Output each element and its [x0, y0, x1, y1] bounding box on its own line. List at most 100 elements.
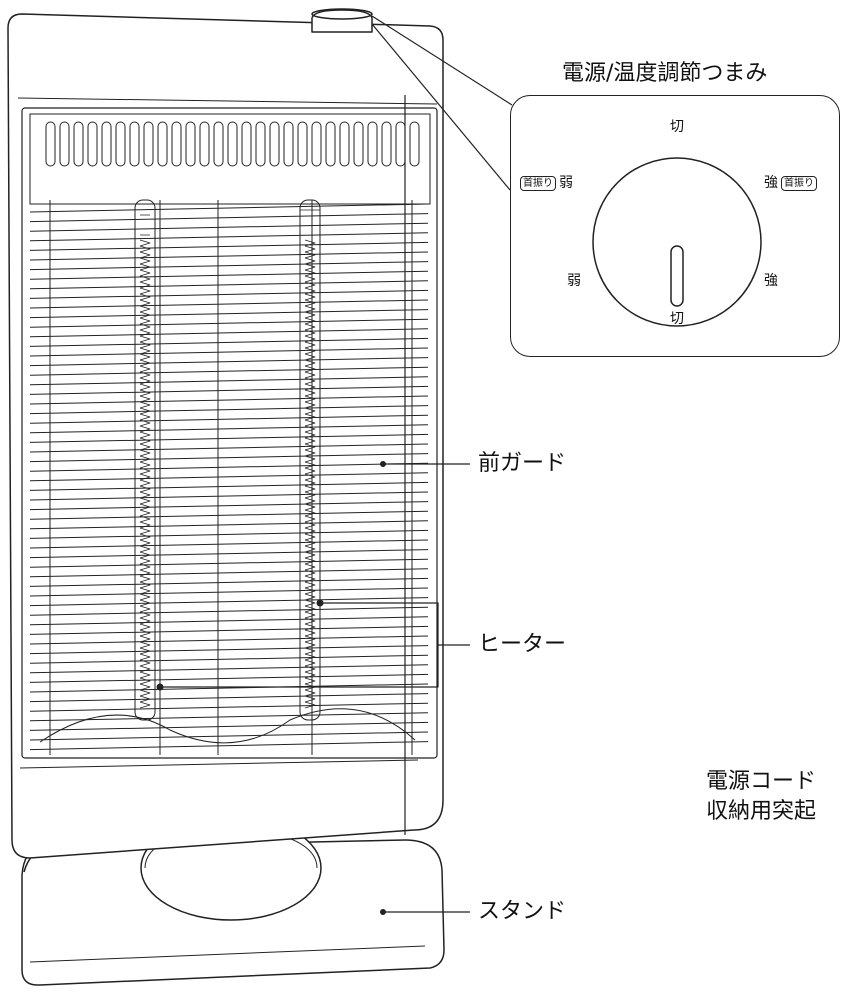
guard-wire	[29, 491, 429, 501]
heater-elements	[39, 199, 416, 744]
heater-coils	[139, 239, 316, 709]
louvre-slot	[199, 121, 210, 167]
guard-wire	[29, 357, 429, 367]
guard-wire	[29, 616, 429, 626]
guard-wire	[29, 683, 429, 693]
guard-wire	[29, 337, 429, 347]
guard-wire	[29, 520, 429, 530]
guard-wire	[29, 693, 429, 703]
guard-wire	[29, 702, 429, 712]
guard-wire	[29, 251, 429, 261]
guard-wire	[29, 549, 429, 559]
guard-wire	[29, 203, 429, 213]
louvre-slot	[45, 121, 56, 167]
stand-label: スタンド	[478, 899, 567, 924]
louvre-slot	[87, 121, 98, 167]
dial-weak-upper: 弱	[559, 175, 573, 191]
louvre-slot	[241, 121, 252, 167]
guard-wire	[29, 741, 429, 751]
guard-wire	[29, 635, 429, 645]
guard-wire	[29, 481, 429, 491]
guard-wire	[29, 587, 429, 597]
guard-wire	[29, 577, 429, 587]
guard-wire	[29, 625, 429, 635]
louvre-slot	[367, 121, 378, 167]
guard-wire	[29, 328, 429, 338]
dial-strong-swing: 強首振り	[764, 174, 820, 192]
guard-wire	[29, 309, 429, 319]
dial-weak-swing: 首振り弱	[517, 174, 573, 192]
heater-body	[7, 13, 444, 859]
guard-wire	[29, 721, 429, 731]
louvre-slot	[59, 121, 70, 167]
knob-title-label: 電源/温度調節つまみ	[562, 61, 768, 86]
guard-wire	[29, 606, 429, 616]
guard-wire	[29, 731, 429, 741]
heater-coil	[304, 239, 316, 709]
top-knob	[311, 8, 373, 33]
guard-wire	[29, 289, 429, 299]
guard-wire	[29, 405, 429, 415]
heater-coil	[139, 239, 151, 709]
dial-strong-upper: 強	[764, 175, 778, 191]
louvre-slot	[73, 121, 84, 167]
guard-wire	[29, 443, 429, 453]
guard-wire	[29, 385, 429, 395]
guard-wire	[29, 280, 429, 290]
front-guard-frame	[21, 107, 438, 759]
guard-wire	[29, 222, 429, 232]
louvre-slot	[283, 121, 294, 167]
guard-wire	[29, 664, 429, 674]
louvre-slot	[353, 121, 364, 167]
guard-wire	[29, 270, 429, 280]
louvre-slot	[325, 121, 336, 167]
guard-wire	[29, 654, 429, 664]
louvre-slot	[115, 121, 126, 167]
dial-drawing	[592, 157, 762, 327]
cord-hook-label-line1: 電源コード	[706, 769, 817, 794]
heater-label: ヒーター	[478, 632, 567, 657]
leader-dots	[156, 461, 386, 915]
guard-wire	[29, 510, 429, 520]
louvre-slot	[227, 121, 238, 167]
louvre-slot	[269, 121, 280, 167]
guard-wire	[29, 376, 429, 386]
dial-weak-lower: 弱	[567, 273, 581, 289]
louvre-slot	[339, 121, 350, 167]
guard-wire	[29, 347, 429, 357]
dial-off-bottom: 切	[670, 311, 684, 327]
cord-hook-label-line2: 収納用突起	[706, 799, 817, 824]
louvre-slot	[409, 121, 420, 167]
louvre-slot	[185, 121, 196, 167]
guard-wire	[29, 299, 429, 309]
louvre-slot	[157, 121, 168, 167]
louvre-slot	[311, 121, 322, 167]
guard-wire	[29, 645, 429, 655]
guard-wire	[29, 424, 429, 434]
guard-wire	[29, 395, 429, 405]
swing-badge-left: 首振り	[520, 176, 556, 191]
knob-callout: 切 切 首振り弱 強首振り 弱 強	[510, 95, 840, 357]
guard-wire	[29, 414, 429, 424]
guard-wire	[29, 597, 429, 607]
louvre-slot	[395, 121, 406, 167]
guard-wire	[29, 453, 429, 463]
guard-wire	[29, 501, 429, 511]
louvre-slot	[101, 121, 112, 167]
guard-wire	[29, 241, 429, 251]
guard-wire	[29, 318, 429, 328]
guard-wire	[29, 462, 429, 472]
guard-wire	[29, 232, 429, 242]
dial-off-top: 切	[670, 119, 684, 135]
louvre-slot	[381, 121, 392, 167]
guard-wire	[29, 539, 429, 549]
guard-wire	[29, 433, 429, 443]
louvre-slot	[297, 121, 308, 167]
front-guard-grille	[29, 121, 429, 755]
guard-wire	[29, 712, 429, 722]
front-guard-label: 前ガード	[478, 451, 567, 476]
guard-wire	[29, 213, 429, 223]
guard-wire	[29, 673, 429, 683]
guard-wire	[29, 568, 429, 578]
louvre-slot	[143, 121, 154, 167]
